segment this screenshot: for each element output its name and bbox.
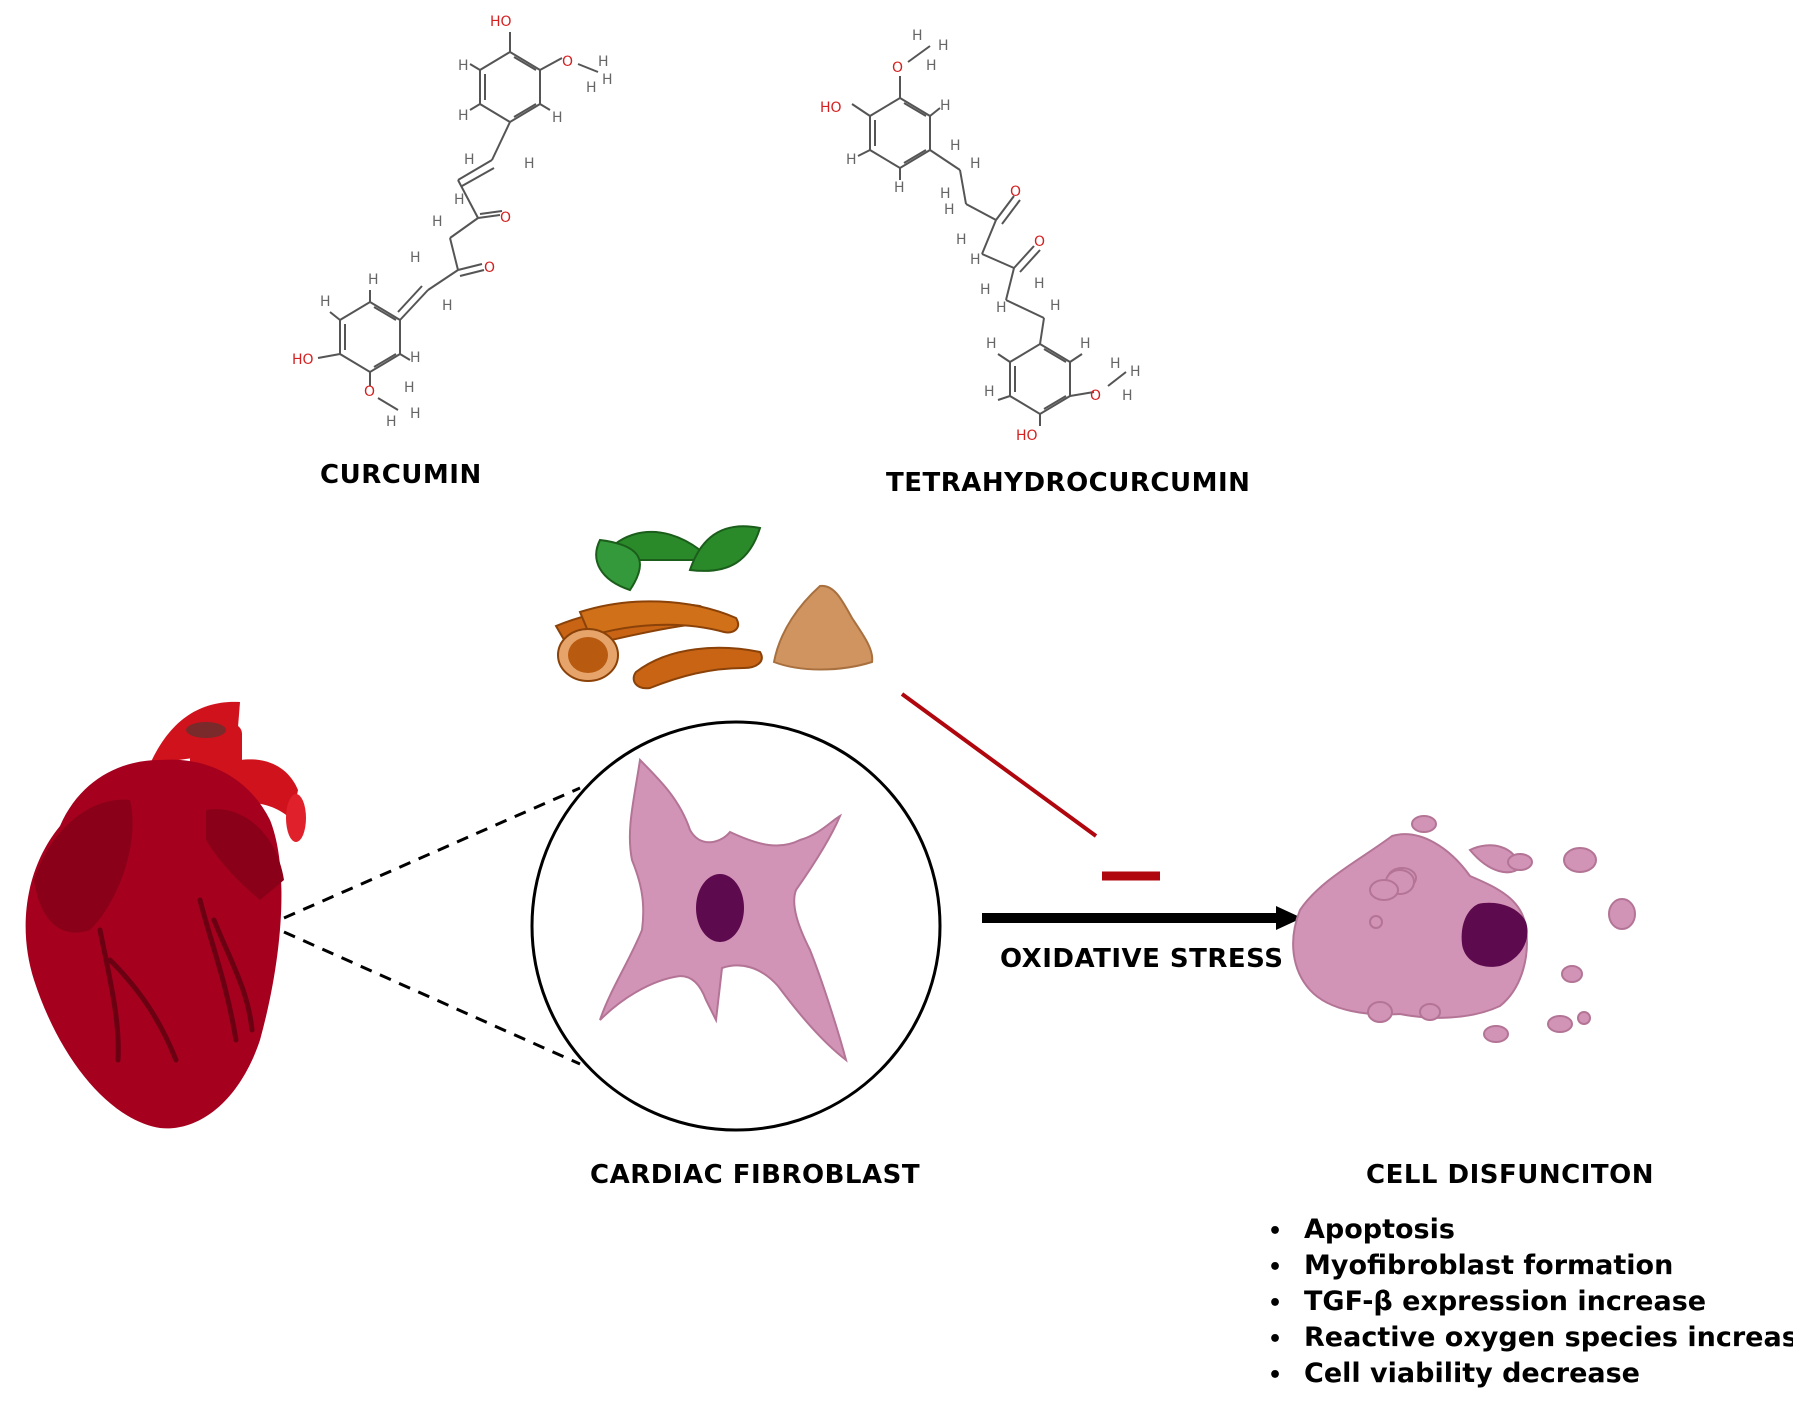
svg-text:H: H xyxy=(442,298,453,314)
svg-text:H: H xyxy=(598,54,609,70)
svg-text:O: O xyxy=(484,260,495,276)
svg-text:H: H xyxy=(1110,356,1121,372)
svg-text:H: H xyxy=(464,152,475,168)
svg-text:O: O xyxy=(892,60,903,76)
cell-dysfunction-label: CELL DISFUNCITON xyxy=(1366,1160,1654,1190)
svg-text:H: H xyxy=(386,414,397,430)
effect-item: Myofibroblast formation xyxy=(1268,1248,1793,1284)
svg-text:HO: HO xyxy=(490,14,512,30)
svg-text:H: H xyxy=(940,98,951,114)
svg-text:H: H xyxy=(320,294,331,310)
svg-text:H: H xyxy=(938,38,949,54)
fibroblast-cell-icon xyxy=(530,720,942,1132)
svg-text:H: H xyxy=(410,350,421,366)
effect-item: Cell viability decrease xyxy=(1268,1356,1793,1392)
svg-text:H: H xyxy=(410,406,421,422)
svg-text:H: H xyxy=(956,232,967,248)
svg-text:H: H xyxy=(1122,388,1133,404)
tetrahydrocurcumin-atoms: O H H H HO H H H H H H H O H H O H H H H… xyxy=(820,28,1141,444)
svg-text:O: O xyxy=(500,210,511,226)
effect-item: Apoptosis xyxy=(1268,1212,1793,1248)
tetrahydrocurcumin-label: TETRAHYDROCURCUMIN xyxy=(886,468,1251,498)
curcumin-label: CURCUMIN xyxy=(320,460,482,490)
svg-text:H: H xyxy=(1050,298,1061,314)
svg-text:H: H xyxy=(458,58,469,74)
svg-text:O: O xyxy=(364,384,375,400)
svg-text:H: H xyxy=(984,384,995,400)
svg-text:H: H xyxy=(524,156,535,172)
svg-text:H: H xyxy=(458,108,469,124)
svg-text:HO: HO xyxy=(292,352,314,368)
effects-list: Apoptosis Myofibroblast formation TGF-β … xyxy=(1268,1212,1793,1392)
svg-text:H: H xyxy=(404,380,415,396)
tetrahydrocurcumin-structure xyxy=(851,45,1127,426)
svg-text:H: H xyxy=(980,282,991,298)
svg-text:H: H xyxy=(552,110,563,126)
svg-text:H: H xyxy=(894,180,905,196)
svg-text:H: H xyxy=(970,156,981,172)
svg-text:H: H xyxy=(996,300,1007,316)
svg-text:HO: HO xyxy=(1016,428,1038,444)
oxidative-stress-arrow xyxy=(982,906,1302,930)
svg-text:H: H xyxy=(432,214,443,230)
cardiac-fibroblast-label: CARDIAC FIBROBLAST xyxy=(590,1160,921,1190)
svg-text:H: H xyxy=(1080,336,1091,352)
svg-text:H: H xyxy=(950,138,961,154)
svg-text:O: O xyxy=(1010,184,1021,200)
svg-text:H: H xyxy=(970,252,981,268)
svg-text:H: H xyxy=(846,152,857,168)
svg-text:H: H xyxy=(410,250,421,266)
curcumin-structure xyxy=(317,32,599,411)
svg-text:H: H xyxy=(1034,276,1045,292)
svg-text:H: H xyxy=(368,272,379,288)
svg-text:H: H xyxy=(986,336,997,352)
svg-text:H: H xyxy=(940,186,951,202)
turmeric-powder-icon xyxy=(772,584,874,671)
inhibition-line xyxy=(900,692,1160,881)
damaged-cell-icon xyxy=(1292,815,1636,1043)
svg-text:H: H xyxy=(602,72,613,88)
turmeric-root-icon xyxy=(554,525,763,690)
effect-item: TGF-β expression increase xyxy=(1268,1284,1793,1320)
svg-text:H: H xyxy=(944,202,955,218)
svg-text:O: O xyxy=(562,54,573,70)
svg-text:O: O xyxy=(1090,388,1101,404)
svg-text:H: H xyxy=(926,58,937,74)
heart-icon xyxy=(25,701,306,1129)
svg-text:H: H xyxy=(586,80,597,96)
zoom-lines xyxy=(283,786,581,1066)
svg-text:H: H xyxy=(912,28,923,44)
curcumin-atoms: HO O H H H H H H H H O H H O H H H H H H… xyxy=(292,14,613,430)
svg-text:HO: HO xyxy=(820,100,842,116)
svg-text:O: O xyxy=(1034,234,1045,250)
effect-item: Reactive oxygen species increase xyxy=(1268,1320,1793,1356)
oxidative-stress-label: OXIDATIVE STRESS xyxy=(1000,944,1284,974)
svg-text:H: H xyxy=(1130,364,1141,380)
svg-text:H: H xyxy=(454,192,465,208)
